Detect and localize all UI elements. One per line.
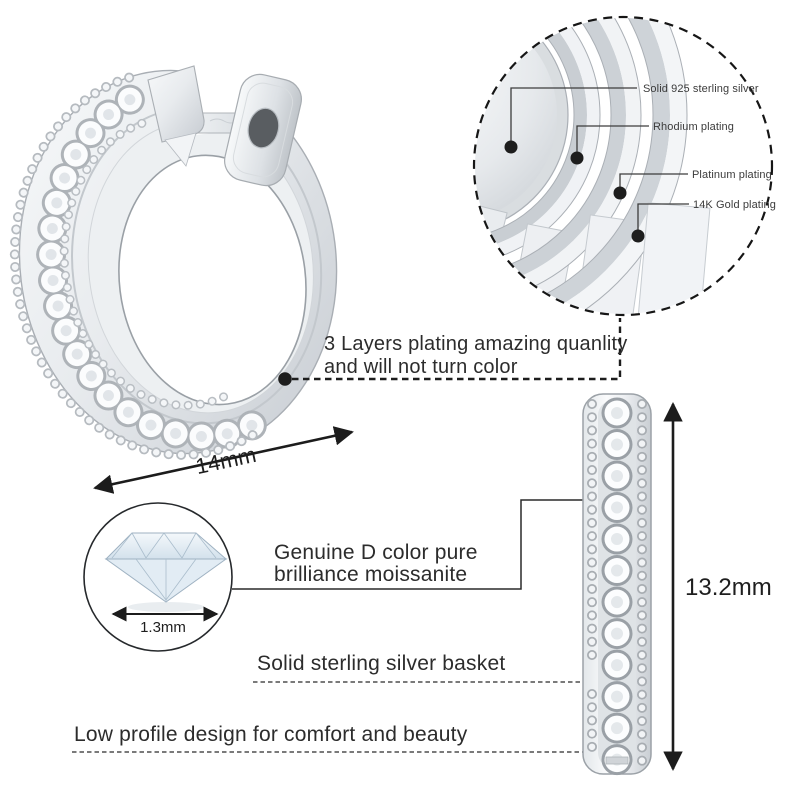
callout-dot bbox=[278, 372, 292, 386]
hinge-block bbox=[224, 73, 302, 187]
stone-connector-line bbox=[232, 499, 596, 590]
layer-leader-2 bbox=[576, 125, 649, 158]
callout-dot bbox=[613, 186, 627, 200]
stone-note-line1: Genuine D color pure bbox=[274, 541, 478, 564]
stone-magnifier bbox=[83, 502, 233, 652]
dashed-circle-border bbox=[472, 15, 774, 317]
earring-side-photo bbox=[582, 393, 652, 776]
side-height-label: 13.2mm bbox=[685, 574, 772, 601]
plating-note-leader bbox=[278, 318, 622, 386]
feature-low-profile-label: Low profile design for comfort and beaut… bbox=[74, 723, 468, 746]
stone-note-line2: brilliance moissanite bbox=[274, 563, 468, 586]
earring-front-photo bbox=[9, 52, 338, 460]
callout-dot bbox=[631, 229, 645, 243]
stone-diameter-label: 1.3mm bbox=[140, 619, 186, 636]
hinge-hole bbox=[247, 107, 280, 149]
plating-layer-label-3: Platinum plating bbox=[692, 169, 772, 181]
layer-leader-4 bbox=[637, 203, 689, 236]
diamond-illustration bbox=[104, 532, 228, 603]
layer-leader-1 bbox=[510, 87, 637, 147]
plating-layer-label-4: 14K Gold plating bbox=[693, 199, 776, 211]
plating-note-line1: 3 Layers plating amazing quanlity bbox=[324, 333, 628, 355]
callout-dot bbox=[570, 151, 584, 165]
plating-note-line2: and will not turn color bbox=[324, 356, 518, 378]
callout-dot bbox=[504, 140, 518, 154]
feature-basket-label: Solid sterling silver basket bbox=[257, 652, 506, 675]
plating-layer-label-2: Rhodium plating bbox=[653, 121, 734, 133]
front-width-dimension-arrow bbox=[93, 426, 354, 494]
plating-layer-label-1: Solid 925 sterling silver bbox=[643, 83, 759, 95]
